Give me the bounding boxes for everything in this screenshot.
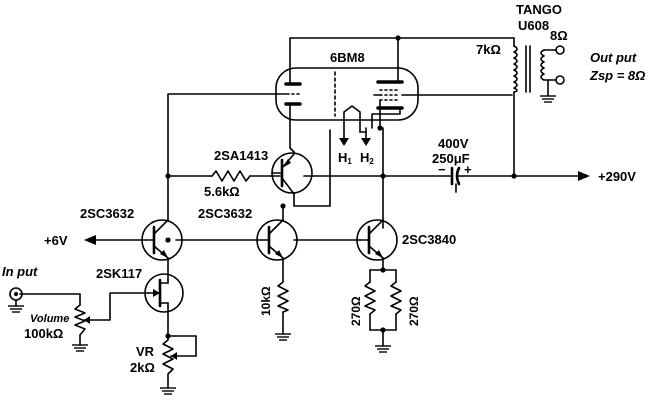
output-transformer (513, 45, 565, 97)
label-output: Out put (590, 50, 637, 65)
variable-resistor-vr (162, 335, 177, 379)
label-r-270-b: 270Ω (407, 296, 421, 326)
label-primary: 7kΩ (476, 42, 501, 57)
jfet-2sk117 (144, 273, 184, 313)
label-cap-value: 250μF (432, 151, 470, 166)
label-r-270-a: 270Ω (349, 296, 363, 326)
transistor-2sc3840 (356, 219, 398, 261)
label-2sc3840: 2SC3840 (402, 232, 456, 247)
ground-10k (275, 333, 291, 341)
tube-label: 6BM8 (330, 50, 365, 65)
ground-270 (375, 345, 391, 353)
label-2sk117: 2SK117 (96, 266, 142, 281)
label-cap-plus: + (464, 162, 472, 177)
transistor-2sc3632-mid (256, 219, 298, 261)
label-volume-value: 100kΩ (24, 326, 63, 341)
label-2sc3632-mid: 2SC3632 (198, 206, 252, 221)
label-transformer-name: TANGO (516, 2, 562, 17)
ground-volume (72, 344, 88, 352)
ground-vr (160, 387, 176, 395)
resistor-270-b (390, 281, 402, 315)
label-cap-minus: − (438, 162, 446, 177)
label-vr: VR (136, 344, 155, 359)
label-secondary: 8Ω (550, 28, 568, 43)
resistor-10k (277, 281, 289, 313)
resistor-5k6 (211, 170, 251, 182)
tube-6bm8 (275, 67, 419, 121)
label-h2: H2 (360, 150, 374, 166)
label-2sc3632-left: 2SC3632 (80, 206, 134, 221)
label-2sa1413: 2SA1413 (214, 148, 268, 163)
label-h1: H1 (338, 150, 352, 166)
label-input: In put (2, 264, 38, 279)
volume-potentiometer (74, 304, 90, 336)
supply-290v-arrow (578, 171, 590, 181)
supply-6v-arrow (84, 235, 96, 245)
ground-transformer (540, 95, 556, 103)
ground-symbols (8, 95, 556, 395)
label-290v: +290V (598, 169, 636, 184)
input-jack (9, 287, 23, 307)
resistor-5k6-label: 5.6kΩ (204, 184, 240, 199)
label-zsp: Zsp = 8Ω (589, 68, 645, 83)
capacitor-250uf (444, 166, 463, 193)
transistor-2sa1413 (271, 152, 313, 195)
transistor-2sc3632-left (141, 219, 183, 261)
resistor-270-a (364, 281, 376, 315)
label-6v: +6V (44, 233, 68, 248)
label-volume: Volume (30, 313, 69, 325)
junction-dots (165, 35, 517, 339)
label-transformer-model: U608 (518, 18, 549, 33)
label-r-10k: 10kΩ (259, 286, 273, 316)
ground-input (8, 305, 24, 313)
label-cap-voltage: 400V (438, 136, 469, 151)
label-vr-value: 2kΩ (130, 360, 155, 375)
heater-arrows (339, 127, 371, 146)
